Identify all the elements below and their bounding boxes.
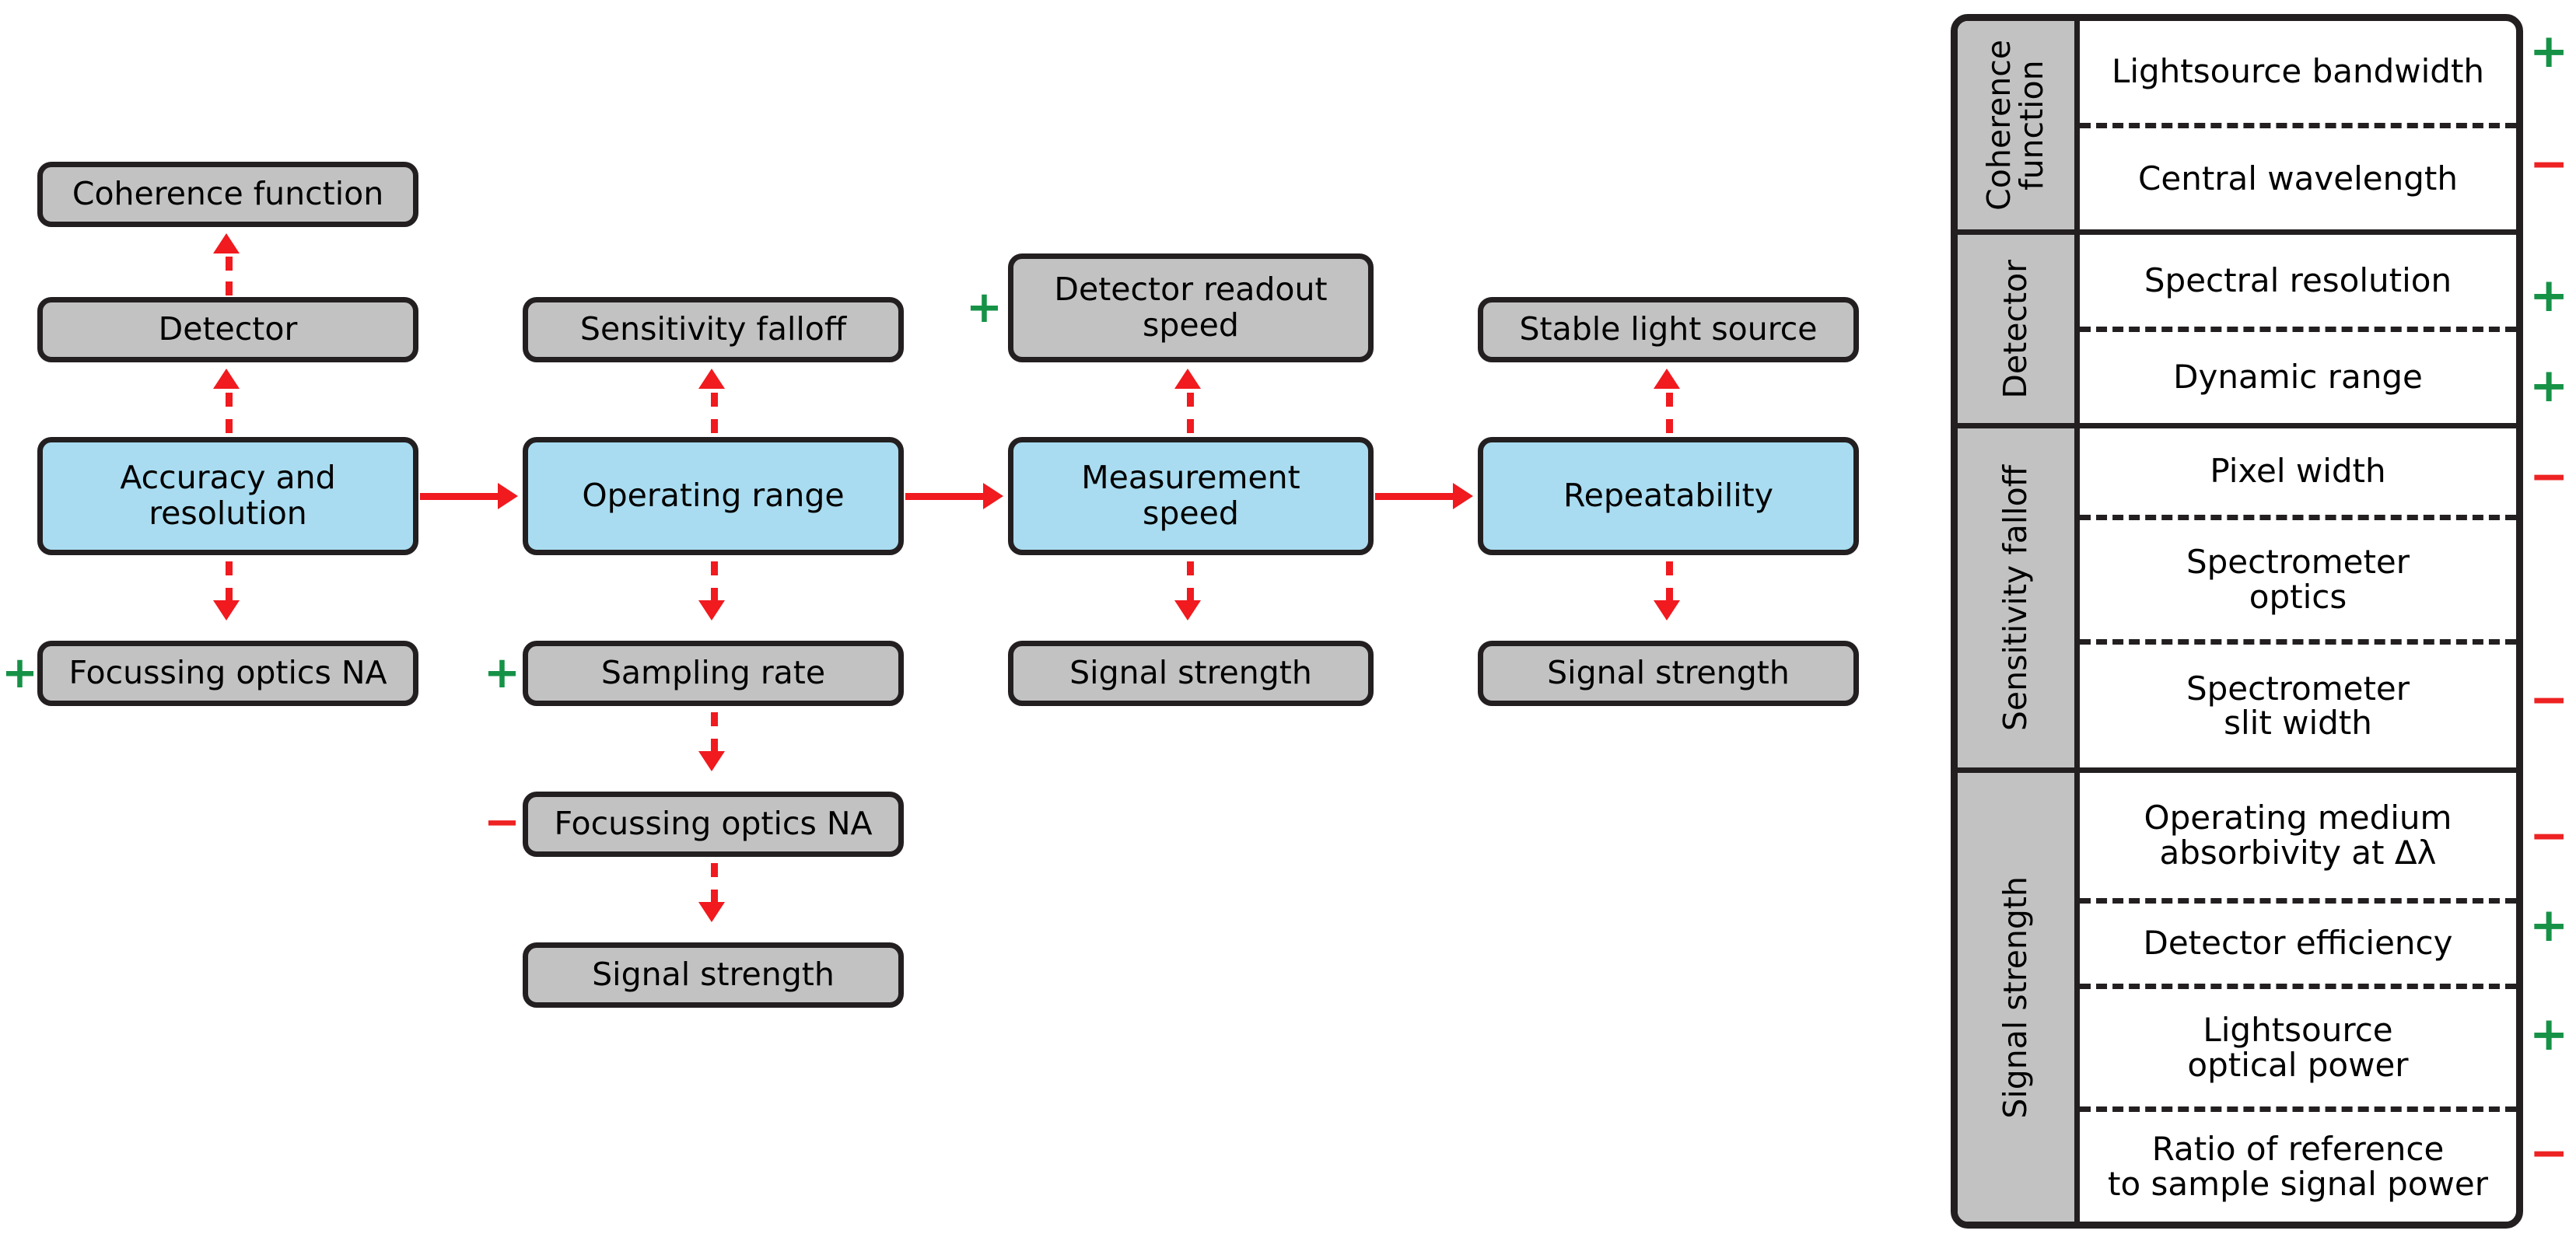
table-sign-column: + − + + − − − + + − (2529, 14, 2576, 1229)
node-label: Sensitivity falloff (579, 310, 847, 348)
row-label: Operating medium absorbivity at Δλ (2144, 799, 2452, 872)
table-group-detector: Detector Spectral resolution Dynamic ran… (1958, 235, 2516, 428)
node-label: Coherence function (72, 175, 384, 213)
node-signal-strength-col3[interactable]: Signal strength (1008, 641, 1374, 706)
flowchart-panel: Coherence function Detector Accuracy and… (2, 162, 1859, 1008)
sign-central-wavelength: − (2529, 137, 2569, 191)
row-label: Spectral resolution (2144, 260, 2452, 299)
sign-spectral-resolution: + (2529, 268, 2569, 323)
sign-lightsource-bandwidth: + (2529, 24, 2569, 79)
table-group-coherence-function: Coherence function Lightsource bandwidth… (1958, 21, 2516, 235)
node-sampling-rate[interactable]: Sampling rate (523, 641, 904, 706)
table-group-signal-strength: Signal strength Operating medium absorbi… (1958, 773, 2516, 1222)
table-group-label-sensitivity-falloff: Sensitivity falloff (1958, 428, 2080, 767)
node-label: Operating range (582, 477, 845, 515)
node-measurement-speed[interactable]: Measurement speed (1008, 437, 1374, 555)
parameters-table: Coherence function Lightsource bandwidth… (1951, 14, 2523, 1229)
node-label: Focussing optics NA (554, 805, 873, 843)
sign-pixel-width: − (2529, 449, 2569, 504)
sign-plus-focussing-optics-na-1: + (2, 648, 38, 698)
node-label: Stable light source (1519, 310, 1818, 348)
sign-plus-detector-readout-speed: + (966, 282, 1003, 333)
table-group-rows: Spectral resolution Dynamic range (2080, 235, 2516, 423)
sign-spectrometer-slit-width: − (2529, 673, 2569, 727)
table-row[interactable]: Spectral resolution (2080, 235, 2516, 332)
sign-lightsource-optical-power: + (2529, 1007, 2569, 1061)
table-row[interactable]: Detector efficiency (2080, 904, 2516, 989)
node-signal-strength-col2[interactable]: Signal strength (523, 942, 904, 1008)
node-label: Detector (158, 310, 298, 348)
table-group-label-signal-strength: Signal strength (1958, 773, 2080, 1222)
sign-minus-focussing-optics-na-2: − (484, 797, 520, 848)
sign-operating-medium-absorbivity: − (2529, 809, 2569, 863)
table-row[interactable]: Lightsource bandwidth (2080, 21, 2516, 128)
table-group-label-detector: Detector (1958, 235, 2080, 423)
node-stable-light-source[interactable]: Stable light source (1478, 297, 1859, 362)
table-group-rows: Pixel width Spectrometer optics Spectrom… (2080, 428, 2516, 767)
group-label-text: Signal strength (1997, 876, 2035, 1119)
node-label: Accuracy and resolution (120, 459, 336, 532)
sign-detector-efficiency: + (2529, 898, 2569, 953)
node-label: Sampling rate (600, 654, 826, 692)
node-detector-readout-speed[interactable]: Detector readout speed (1008, 253, 1374, 362)
node-label: Signal strength (592, 956, 835, 994)
row-label: Spectrometer slit width (2186, 669, 2410, 742)
node-label: Repeatability (1563, 477, 1773, 515)
row-label: Central wavelength (2138, 159, 2458, 198)
node-focussing-optics-na-1[interactable]: Focussing optics NA (37, 641, 418, 706)
table-group-sensitivity-falloff: Sensitivity falloff Pixel width Spectrom… (1958, 428, 2516, 773)
node-focussing-optics-na-2[interactable]: Focussing optics NA (523, 792, 904, 857)
sign-dynamic-range: + (2529, 358, 2569, 413)
group-label-text: Coherence function (1980, 40, 2050, 211)
node-label: Focussing optics NA (68, 654, 387, 692)
sign-plus-sampling-rate: + (484, 648, 520, 698)
row-label: Ratio of reference to sample signal powe… (2108, 1130, 2488, 1203)
node-label: Signal strength (1069, 654, 1312, 692)
node-label: Detector readout speed (1054, 271, 1328, 344)
table-row[interactable]: Spectrometer optics (2080, 520, 2516, 645)
node-sensitivity-falloff[interactable]: Sensitivity falloff (523, 297, 904, 362)
node-label: Measurement speed (1081, 459, 1300, 532)
row-label: Lightsource optical power (2187, 1011, 2409, 1084)
node-repeatability[interactable]: Repeatability (1478, 437, 1859, 555)
table-row[interactable]: Operating medium absorbivity at Δλ (2080, 773, 2516, 904)
row-label: Spectrometer optics (2186, 543, 2410, 616)
node-label: Signal strength (1547, 654, 1790, 692)
table-group-rows: Lightsource bandwidth Central wavelength (2080, 21, 2516, 229)
table-row[interactable]: Spectrometer slit width (2080, 645, 2516, 767)
row-label: Lightsource bandwidth (2111, 52, 2485, 91)
group-label-text: Sensitivity falloff (1997, 464, 2035, 732)
row-label: Dynamic range (2173, 358, 2423, 397)
table-row[interactable]: Ratio of reference to sample signal powe… (2080, 1112, 2516, 1222)
node-signal-strength-col4[interactable]: Signal strength (1478, 641, 1859, 706)
table-row[interactable]: Central wavelength (2080, 128, 2516, 230)
table-row[interactable]: Lightsource optical power (2080, 989, 2516, 1112)
row-label: Detector efficiency (2143, 924, 2453, 963)
node-operating-range[interactable]: Operating range (523, 437, 904, 555)
row-label: Pixel width (2210, 452, 2386, 491)
table-row[interactable]: Pixel width (2080, 428, 2516, 520)
node-coherence-function[interactable]: Coherence function (37, 162, 418, 227)
node-accuracy-and-resolution[interactable]: Accuracy and resolution (37, 437, 418, 555)
sign-ratio-of-reference: − (2529, 1126, 2569, 1180)
table-group-label-coherence-function: Coherence function (1958, 21, 2080, 229)
table-row[interactable]: Dynamic range (2080, 332, 2516, 424)
table-group-rows: Operating medium absorbivity at Δλ Detec… (2080, 773, 2516, 1222)
group-label-text: Detector (1997, 259, 2035, 399)
node-detector[interactable]: Detector (37, 297, 418, 362)
